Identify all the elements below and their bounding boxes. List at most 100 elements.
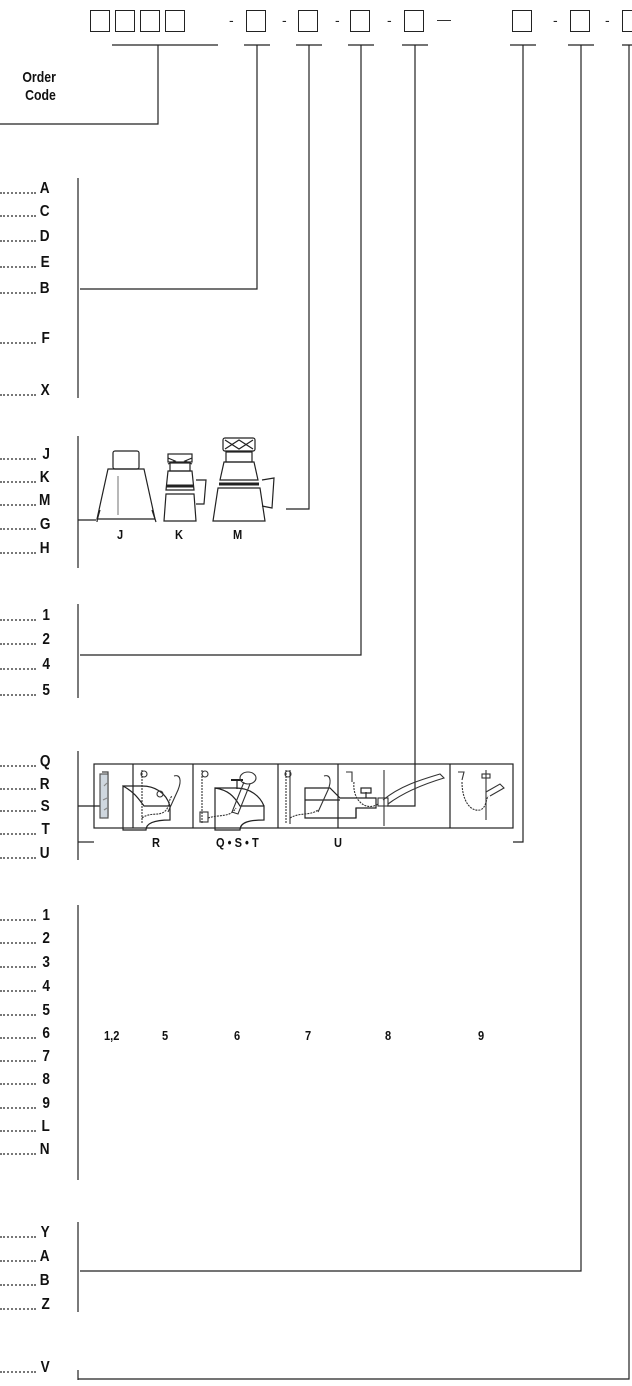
spout-code-box	[404, 10, 424, 32]
spout-caption-qst: Q • S • T	[216, 835, 259, 850]
hand-shower-7-icon	[284, 770, 331, 824]
showerhead-k-icon	[163, 453, 207, 522]
tub-spout-qst-icon	[214, 779, 265, 831]
leader-dots	[0, 833, 36, 835]
leader-dots	[0, 1060, 36, 1062]
option-code: G	[39, 516, 50, 533]
leader-dots	[0, 643, 36, 645]
separator: -	[335, 12, 340, 28]
option-code: R	[40, 776, 50, 793]
leader-dots	[0, 215, 36, 217]
option-code: V	[40, 1359, 50, 1376]
tub-spout-option: R	[0, 774, 50, 796]
final-code-box	[622, 10, 632, 32]
leader-dots	[0, 342, 36, 344]
option-code: 2	[42, 930, 50, 947]
hand-shower-option: 7	[0, 1046, 50, 1068]
showerhead-code-box	[298, 10, 318, 32]
leader-dots	[0, 1308, 36, 1310]
numeric-option-option: 1	[0, 605, 50, 627]
trailing-dash: —	[437, 11, 451, 27]
finish-option: D	[0, 226, 50, 248]
option-code: Z	[41, 1296, 50, 1313]
option-code: A	[40, 180, 50, 197]
finish-leader	[80, 44, 270, 290]
option-code: Q	[39, 753, 50, 770]
numeric-option-option: 2	[0, 629, 50, 651]
spout-leader	[387, 44, 428, 807]
finish-option: A	[0, 178, 50, 200]
hand-shower-option: 2	[0, 928, 50, 950]
order-code-box-1	[90, 10, 110, 32]
leader-dots	[0, 694, 36, 696]
hand-shower-panel	[93, 763, 514, 829]
order-code-box-4	[165, 10, 185, 32]
leader-dots	[0, 857, 36, 859]
leader-dots	[0, 240, 36, 242]
option-code: A	[40, 1248, 50, 1265]
option-code: 6	[42, 1025, 50, 1042]
hand-shower-5-icon	[140, 770, 181, 824]
hand-shower-option: 4	[0, 976, 50, 998]
leader-dots	[0, 990, 36, 992]
hand-shower-6-icon	[199, 770, 257, 824]
leader-dots	[0, 394, 36, 396]
handshower-caption-8: 8	[385, 1028, 392, 1043]
leader-dots	[0, 668, 36, 670]
option-code: M	[38, 492, 50, 509]
separator: -	[605, 12, 610, 28]
letter-option-option: Y	[0, 1222, 50, 1244]
leader-dots	[0, 966, 36, 968]
leader-dots	[0, 552, 36, 554]
numeric-leader	[80, 44, 374, 656]
option-code: 9	[42, 1095, 50, 1112]
option-code: F	[41, 330, 50, 347]
option-code: T	[41, 821, 50, 838]
leader-dots	[0, 1371, 36, 1373]
option-code: E	[40, 254, 50, 271]
separator: -	[282, 12, 287, 28]
handshower-leader	[510, 44, 536, 843]
leader-dots	[0, 1083, 36, 1085]
order-code-box-3	[140, 10, 160, 32]
handshower-caption-1-2: 1,2	[104, 1028, 120, 1043]
handshower-caption-7: 7	[305, 1028, 312, 1043]
showerhead-caption-j: J	[117, 527, 124, 542]
leader-dots	[0, 1037, 36, 1039]
option-code: C	[40, 203, 50, 220]
handshower-code-box	[512, 10, 532, 32]
leader-dots	[0, 1153, 36, 1155]
letter-option-option: A	[0, 1246, 50, 1268]
spout-caption-u: U	[334, 835, 342, 850]
option-code: 4	[42, 978, 50, 995]
option-code: H	[40, 540, 50, 557]
option-code: D	[40, 228, 50, 245]
hand-shower-option: 8	[0, 1069, 50, 1091]
leader-dots	[0, 481, 36, 483]
showerhead-caption-k: K	[175, 527, 183, 542]
leader-dots	[0, 788, 36, 790]
option-code: J	[42, 446, 50, 463]
finish-option: E	[0, 252, 50, 274]
tub-spout-option: Q	[0, 751, 50, 773]
option-code: 8	[42, 1071, 50, 1088]
leader-dots	[0, 1014, 36, 1016]
leader-dots	[0, 458, 36, 460]
option-code: S	[40, 798, 50, 815]
order-code-leader	[0, 44, 218, 125]
order-code-box-2	[115, 10, 135, 32]
option-code: 4	[42, 656, 50, 673]
numeric-code-box	[350, 10, 370, 32]
option-code: 7	[42, 1048, 50, 1065]
leader-dots	[0, 810, 36, 812]
showerhead-option: G	[0, 514, 50, 536]
spout-caption-r: R	[152, 835, 160, 850]
showerhead-caption-m: M	[233, 527, 243, 542]
separator: -	[553, 12, 558, 28]
final-option-option: V	[0, 1357, 50, 1379]
numeric-option-option: 5	[0, 680, 50, 702]
leader-dots	[0, 528, 36, 530]
leader-dots	[0, 919, 36, 921]
leader-dots	[0, 192, 36, 194]
